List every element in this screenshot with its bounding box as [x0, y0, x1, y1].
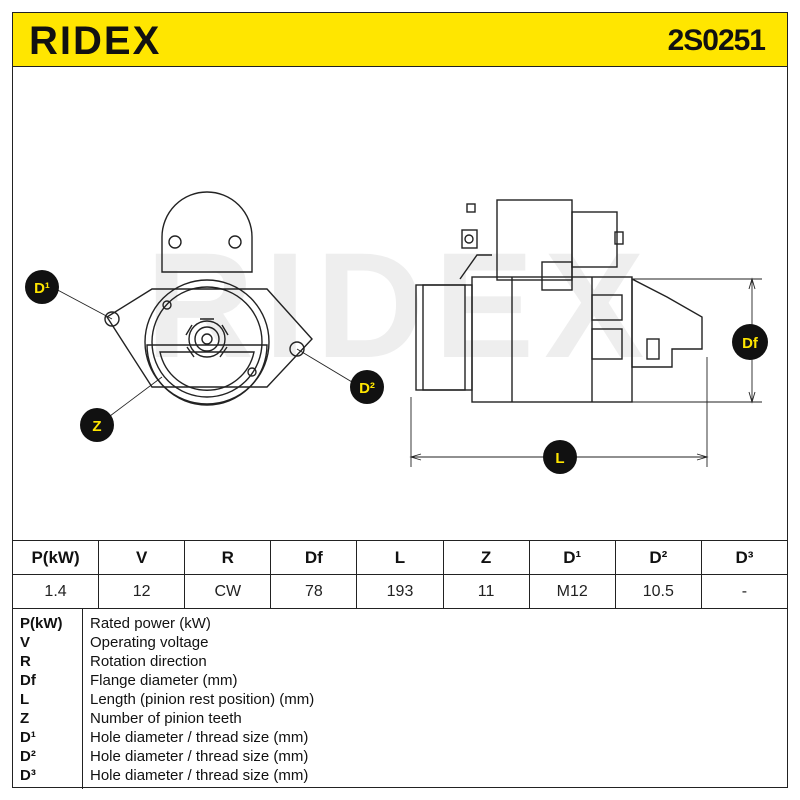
logo-text: RIDEX	[29, 20, 161, 60]
spec-value-cell: 11	[442, 574, 530, 609]
technical-drawing: RIDEX	[25, 191, 768, 474]
callout-l: L	[543, 440, 577, 474]
spec-header-cell: D¹	[528, 540, 616, 575]
ridex-logo: RIDEX	[29, 20, 161, 60]
spec-value-row: 1.4 12 CW 78 193 11 M12 10.5 -	[11, 574, 789, 609]
watermark: RIDEX	[146, 221, 654, 389]
spec-header-cell: V	[98, 540, 186, 575]
spec-value-cell: 12	[98, 574, 186, 609]
callout-df: Df	[732, 324, 768, 360]
callout-d1: D¹	[25, 270, 59, 304]
callout-z: Z	[80, 408, 114, 442]
d1-hole	[104, 311, 120, 327]
svg-text:L: L	[555, 450, 564, 467]
spec-value-cell: 10.5	[614, 574, 702, 609]
svg-text:Df: Df	[742, 335, 759, 352]
spec-header-cell: R	[184, 540, 272, 575]
spec-value-cell: 1.4	[11, 574, 100, 609]
spec-header-cell: L	[356, 540, 444, 575]
svg-text:D¹: D¹	[34, 280, 50, 297]
spec-value-cell: -	[700, 574, 789, 609]
spec-value-cell: CW	[184, 574, 272, 609]
spec-header-cell: Z	[442, 540, 530, 575]
svg-text:Z: Z	[92, 418, 101, 435]
front-view	[104, 191, 313, 406]
spec-value-cell: 193	[356, 574, 444, 609]
side-view	[415, 199, 703, 403]
spec-value-cell: 78	[270, 574, 358, 609]
callout-d2: D²	[350, 370, 384, 404]
svg-text:D²: D²	[359, 380, 375, 397]
spec-header-cell: P(kW)	[11, 540, 100, 575]
d2-hole	[289, 341, 305, 357]
header-bar: RIDEX 2S0251	[12, 12, 788, 67]
spec-header-cell: D²	[614, 540, 702, 575]
spec-table: P(kW) V R Df L Z D¹ D² D³ 1.4 12 CW 78 1…	[11, 540, 789, 609]
spec-header-row: P(kW) V R Df L Z D¹ D² D³	[11, 540, 789, 575]
part-number: 2S0251	[667, 24, 766, 57]
spec-header-cell: D³	[700, 540, 789, 575]
spec-value-cell: M12	[528, 574, 616, 609]
spec-header-cell: Df	[270, 540, 358, 575]
